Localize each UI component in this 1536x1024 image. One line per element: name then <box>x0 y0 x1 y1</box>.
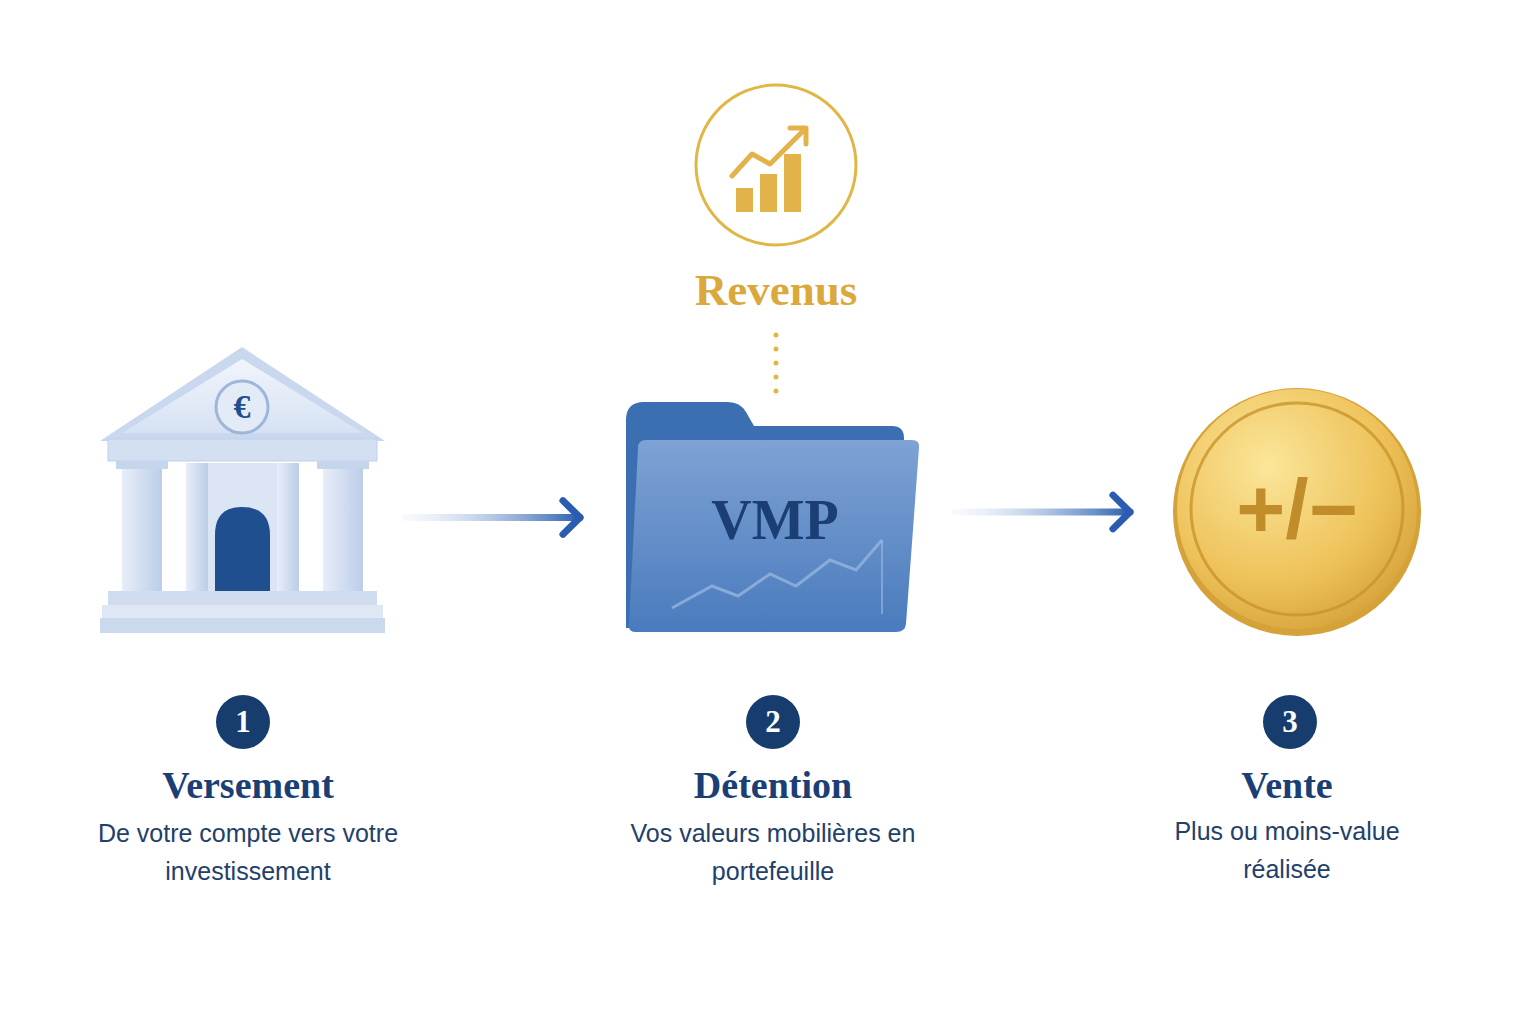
income-icon: Revenus <box>690 80 862 310</box>
arrow-head <box>1113 495 1130 529</box>
step-number: 2 <box>746 695 800 749</box>
arrow-head <box>563 501 580 535</box>
step-number: 1 <box>216 695 270 749</box>
node-text: VMP <box>630 485 920 555</box>
step-number: 3 <box>1263 695 1317 749</box>
node-text: +/− <box>1172 462 1422 556</box>
step-title: Détention <box>563 760 983 810</box>
node-text: Revenus <box>650 265 902 315</box>
step-title: Vente <box>1077 760 1497 810</box>
bank-icon: € <box>100 345 385 635</box>
node-text: € <box>217 382 267 432</box>
portfolio-folder: VMP <box>620 400 920 635</box>
step-description: Vos valeurs mobilières en portefeuille <box>628 814 918 890</box>
flow-arrow <box>955 495 1130 529</box>
dotted-connector <box>776 335 777 400</box>
gain-loss-coin: +/− <box>1172 387 1422 637</box>
step-description: De votre compte vers votre investissemen… <box>83 814 413 890</box>
connector-line <box>405 514 580 521</box>
connector-line <box>955 509 1130 516</box>
step-title: Versement <box>38 760 458 810</box>
flow-arrow <box>405 501 580 535</box>
step-description: Plus ou moins-value réalisée <box>1157 812 1417 888</box>
connector-line <box>774 335 779 400</box>
